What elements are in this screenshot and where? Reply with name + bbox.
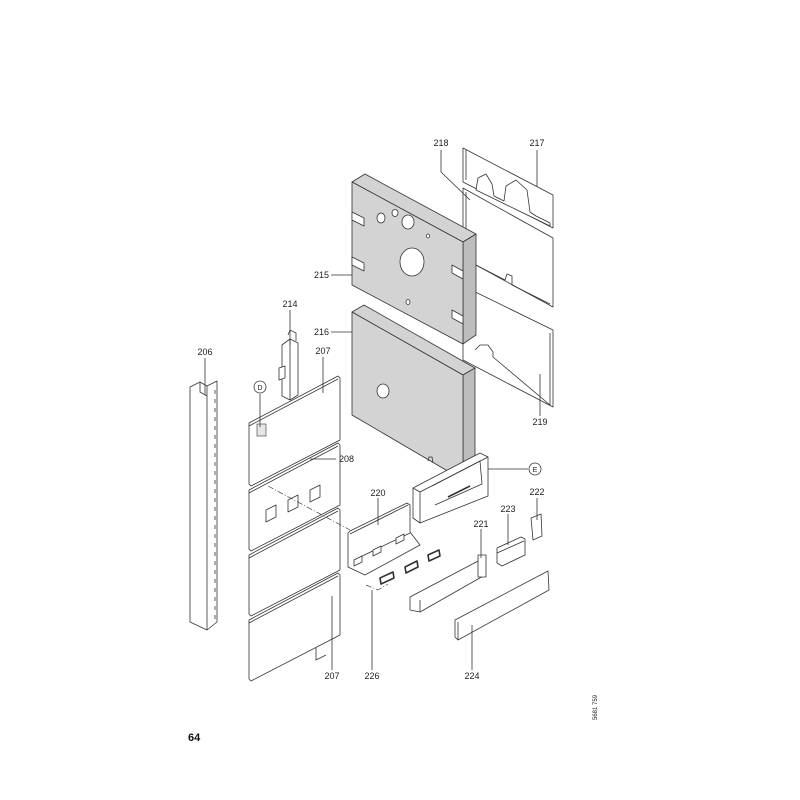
part-222-clip — [530, 513, 543, 541]
front-panels — [248, 375, 341, 682]
callout-207-bottom: 207 — [324, 671, 339, 681]
part-224-cover-strip — [454, 570, 550, 641]
callout-214: 214 — [282, 299, 297, 309]
panel-208-display — [248, 442, 341, 552]
detail-d-window — [256, 423, 267, 437]
panel-207-middle — [248, 507, 341, 617]
alignment-line — [267, 485, 351, 531]
part-219-frame — [462, 285, 554, 408]
callout-221: 221 — [473, 519, 488, 529]
detail-marker-d: D — [253, 380, 267, 394]
part-220-bracket — [347, 502, 421, 576]
part-214-rail — [278, 329, 299, 401]
detail-marker-e-label: E — [533, 467, 538, 474]
callout-226: 226 — [364, 671, 379, 681]
callout-224: 224 — [464, 671, 479, 681]
part-206-column — [189, 380, 218, 631]
panel-207-bottom — [248, 572, 341, 682]
part-221-holder — [409, 554, 487, 613]
callout-219: 219 — [532, 417, 547, 427]
callout-218: 218 — [433, 138, 448, 148]
part-226-keys — [365, 549, 441, 591]
control-unit — [412, 452, 489, 524]
part-217-frame — [462, 147, 554, 229]
callout-207-top: 207 — [315, 346, 330, 356]
detail-marker-d-label: D — [257, 385, 262, 392]
page-number: 64 — [188, 732, 201, 744]
callout-223: 223 — [500, 504, 515, 514]
drawing-code: 5681 759 — [593, 694, 599, 720]
leader-lines — [204, 150, 541, 670]
callout-206: 206 — [197, 347, 212, 357]
part-216-insulation-block — [351, 304, 476, 481]
callout-217: 217 — [529, 138, 544, 148]
detail-marker-e: E — [528, 462, 542, 476]
callout-216: 216 — [314, 327, 329, 337]
part-215-insulation-block — [351, 173, 477, 345]
callout-208: 208 — [339, 454, 354, 464]
part-223-holder — [496, 536, 526, 567]
callout-222: 222 — [529, 487, 544, 497]
callout-220: 220 — [370, 488, 385, 498]
callout-215: 215 — [314, 270, 329, 280]
